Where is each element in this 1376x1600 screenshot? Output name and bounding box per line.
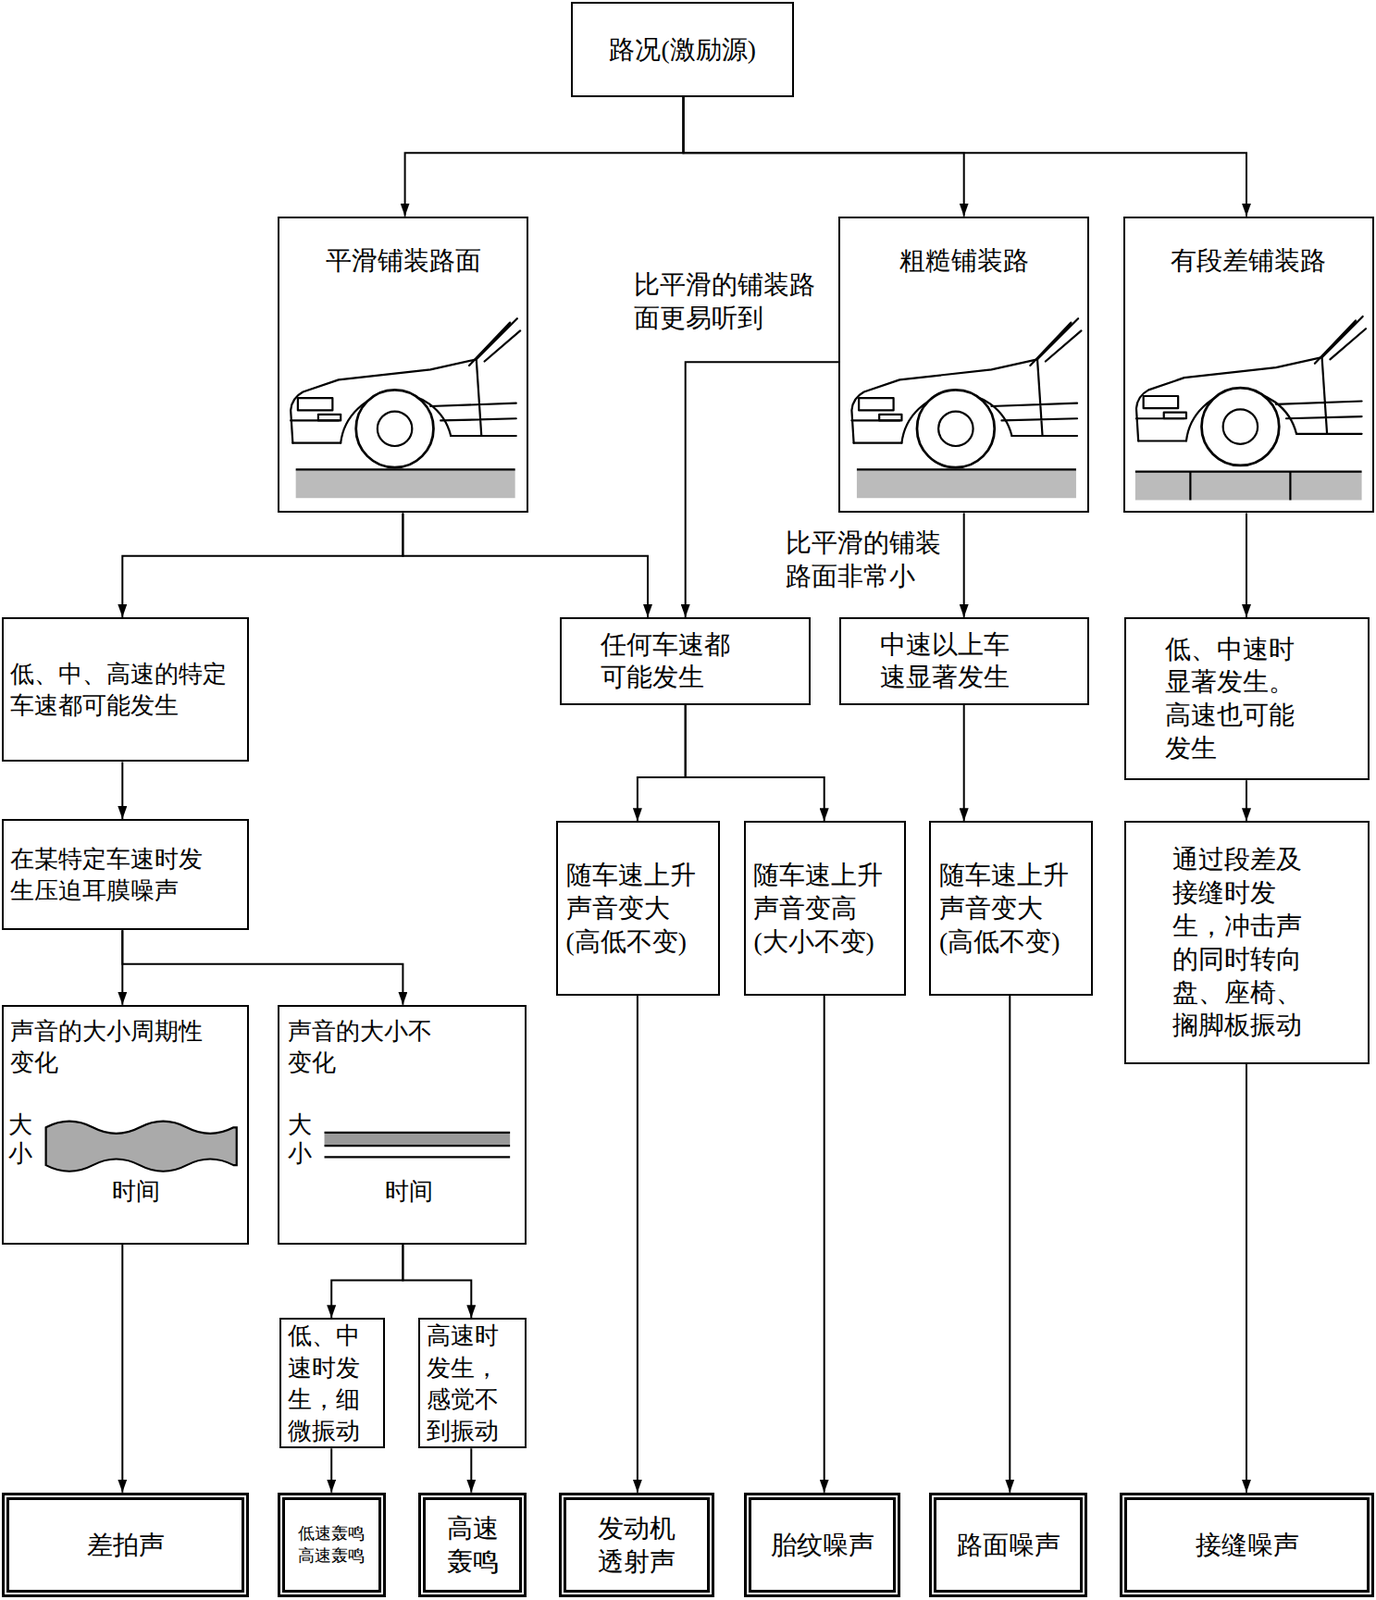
condition-box: 高速时发生，感觉不到振动 (418, 1317, 527, 1449)
flow-arrow (122, 929, 403, 1005)
box-text: 路况(激励源) (608, 33, 756, 67)
source-box: 路况(激励源) (570, 1, 794, 98)
symptom-box: 随车速上升声音变高(大小不变) (743, 820, 906, 995)
edge-label: 比平滑的铺装路面更易听到 (632, 268, 822, 335)
flow-arrow (683, 97, 965, 217)
constant-level-symbol (324, 1132, 511, 1157)
box-text: 低、中、高速的特定车速都可能发生 (10, 657, 234, 722)
result-box: 发动机透射声 (558, 1492, 715, 1599)
flow-arrow (963, 512, 966, 618)
box-text: 低、中速时显著发生。高速也可能发生 (1165, 632, 1301, 766)
box-text: 随车速上升声音变大(高低不变) (939, 858, 1078, 958)
flow-arrow (637, 705, 686, 822)
axis-label: 时间 (384, 1175, 434, 1207)
flow-arrow (121, 761, 124, 819)
car-illustration (851, 318, 1081, 498)
road-box: 平滑铺装路面 (277, 216, 529, 514)
box-text: 随车速上升声音变高(大小不变) (753, 858, 892, 958)
box-text: 平滑铺装路面 (325, 244, 482, 278)
box-text: 发动机透射声 (595, 1512, 680, 1579)
flow-arrow (402, 1244, 472, 1318)
road-box: 有段差铺装路 (1123, 216, 1375, 514)
flow-arrow (1245, 1064, 1248, 1493)
flow-arrow (1245, 512, 1248, 618)
box-text: 低速轰鸣 高速轰鸣 (295, 1523, 368, 1567)
flow-arrow (122, 512, 403, 618)
box-text: 路面噪声 (956, 1528, 1061, 1562)
box-text: 胎纹噪声 (770, 1528, 875, 1562)
axis-label: 小 (287, 1137, 312, 1169)
result-box: 高速轰鸣 (418, 1492, 527, 1599)
flow-arrow (1245, 780, 1248, 821)
condition-box: 中速以上车速显著发生 (839, 617, 1090, 706)
result-box: 胎纹噪声 (743, 1492, 902, 1599)
result-box: 接缝噪声 (1119, 1492, 1374, 1599)
flow-arrow (330, 1448, 333, 1492)
flow-arrow (963, 705, 966, 822)
flow-arrow (823, 995, 826, 1493)
road-box: 粗糙铺装路 (838, 216, 1090, 514)
flow-arrow (636, 995, 639, 1493)
axis-label: 大 (8, 1108, 33, 1141)
flow-arrow (405, 97, 684, 217)
flow-arrow (1008, 995, 1011, 1493)
flow-arrow (685, 705, 825, 822)
axis-label: 时间 (111, 1175, 161, 1207)
box-text: 接缝噪声 (1195, 1528, 1300, 1562)
flow-arrow (402, 512, 648, 618)
car-illustration (290, 318, 521, 498)
plot-box: 声音的大小周期性变化大小时间 (1, 1004, 249, 1245)
condition-box: 低、中速时显著发生。高速也可能发生 (1124, 617, 1371, 781)
condition-box: 低、中速时发生，细微振动 (279, 1317, 385, 1449)
plot-box: 声音的大小不变化大小时间 (277, 1004, 527, 1245)
condition-box: 低、中、高速的特定车速都可能发生 (1, 617, 249, 763)
symptom-box: 随车速上升声音变大(高低不变) (556, 820, 720, 995)
box-text: 声音的大小不变化 (287, 1015, 445, 1079)
box-text: 高速时发生，感觉不到振动 (426, 1319, 506, 1448)
symptom-box: 随车速上升声音变大(高低不变) (929, 820, 1092, 995)
box-text: 声音的大小周期性变化 (10, 1015, 214, 1079)
flow-arrow (683, 97, 1248, 217)
box-text: 中速以上车速显著发生 (880, 628, 1016, 695)
box-text: 粗糙铺装路 (899, 244, 1029, 278)
symptom-box: 通过段差及接缝时发生，冲击声的同时转向盘、座椅、搁脚板振动 (1124, 820, 1371, 1064)
box-text: 随车速上升声音变大(高低不变) (566, 858, 705, 958)
box-text: 差拍声 (86, 1528, 165, 1562)
box-text: 通过段差及接缝时发生，冲击声的同时转向盘、座椅、搁脚板振动 (1172, 842, 1314, 1042)
box-text: 高速轰鸣 (443, 1512, 502, 1579)
box-text: 任何车速都可能发生 (600, 628, 736, 695)
car-illustration (1135, 316, 1366, 500)
result-box: 路面噪声 (929, 1492, 1088, 1599)
box-text: 在某特定车速时发生压迫耳膜噪声 (10, 842, 214, 907)
axis-label: 大 (287, 1108, 312, 1141)
condition-box: 任何车速都可能发生 (559, 617, 811, 706)
flow-arrow (331, 1244, 403, 1318)
condition-box: 在某特定车速时发生压迫耳膜噪声 (1, 818, 249, 930)
edge-label: 比平滑的铺装路面非常小 (783, 526, 949, 594)
result-box: 差拍声 (1, 1492, 249, 1599)
box-text: 低、中速时发生，细微振动 (287, 1319, 367, 1448)
axis-label: 小 (8, 1137, 33, 1169)
waveform-symbol (46, 1121, 237, 1172)
result-box: 低速轰鸣 高速轰鸣 (277, 1492, 386, 1599)
flow-arrow (470, 1448, 472, 1492)
flow-arrow (121, 1244, 124, 1493)
box-text: 有段差铺装路 (1170, 244, 1327, 278)
